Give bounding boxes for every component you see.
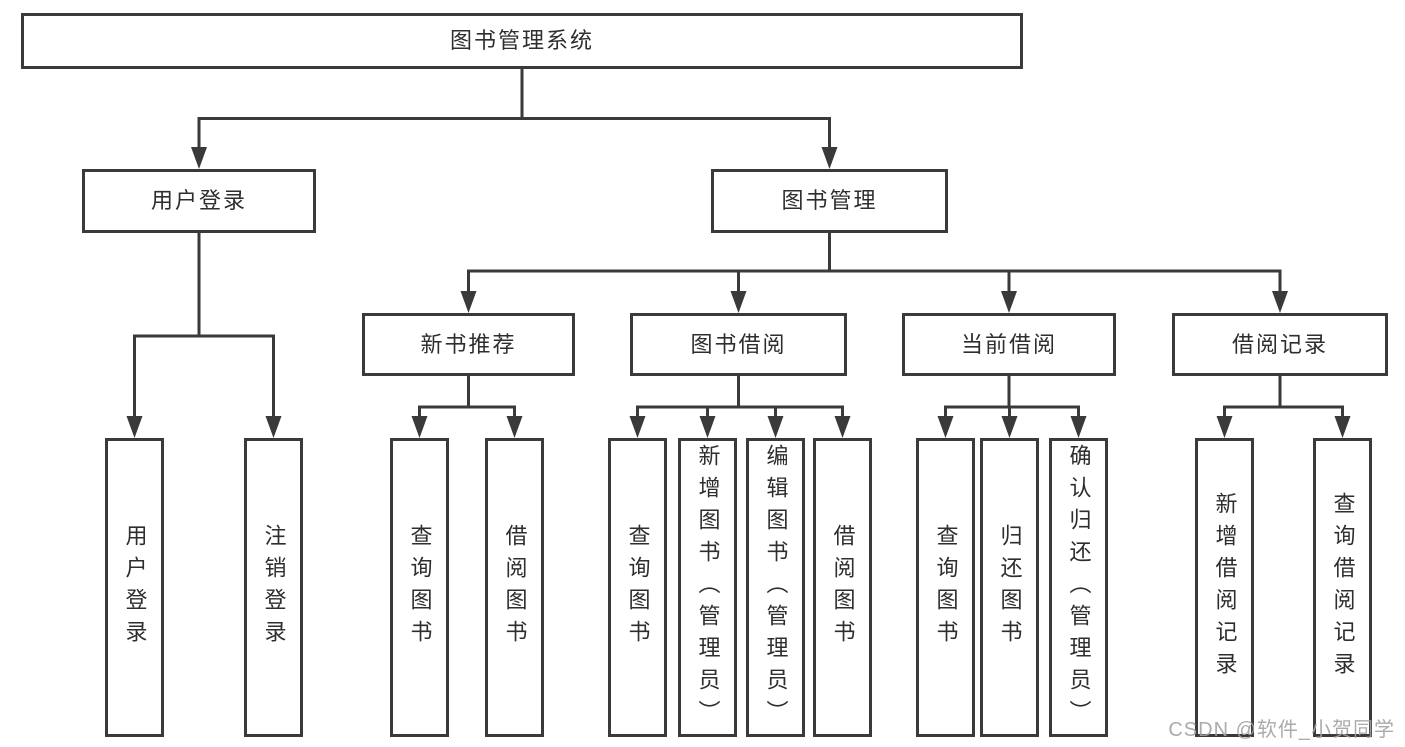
node-leaf-edit-book-admin: 编辑图书（管理员） xyxy=(746,438,805,737)
node-leaf-user-login: 用户登录 xyxy=(105,438,164,737)
node-leaf-borrow-books-recommend: 借阅图书 xyxy=(485,438,544,737)
node-book-borrowing: 图书借阅 xyxy=(630,313,847,376)
node-leaf-return-book: 归还图书 xyxy=(980,438,1039,737)
node-leaf-add-book-admin: 新增图书（管理员） xyxy=(678,438,737,737)
node-label: 查询图书 xyxy=(407,523,433,652)
node-leaf-query-books-borrowing: 查询图书 xyxy=(608,438,667,737)
connector-root-to-level2 xyxy=(191,69,838,169)
node-label: 编辑图书（管理员） xyxy=(763,443,789,732)
node-label: 用户登录 xyxy=(150,188,247,213)
node-label: 查询图书 xyxy=(933,523,959,652)
connector-book-borrowing-to-leaves xyxy=(629,376,851,438)
node-leaf-borrow-books-borrowing: 借阅图书 xyxy=(813,438,872,737)
connector-book-management-to-level3 xyxy=(460,233,1288,313)
node-label: 确认归还（管理员） xyxy=(1066,443,1092,732)
node-label: 图书借阅 xyxy=(690,331,787,357)
node-leaf-confirm-return-admin: 确认归还（管理员） xyxy=(1049,438,1108,737)
node-label: 用户登录 xyxy=(122,523,148,652)
node-label: 新增图书（管理员） xyxy=(695,443,721,732)
node-label: 新书推荐 xyxy=(420,331,517,357)
node-user-login: 用户登录 xyxy=(82,169,316,233)
node-label: 查询图书 xyxy=(625,523,651,652)
node-leaf-query-borrow-record: 查询借阅记录 xyxy=(1313,438,1372,737)
node-label: 注销登录 xyxy=(261,523,287,652)
node-label: 图书管理系统 xyxy=(449,28,594,53)
node-label: 新增借阅记录 xyxy=(1212,491,1238,684)
node-root: 图书管理系统 xyxy=(21,13,1023,69)
node-label: 查询借阅记录 xyxy=(1330,491,1356,684)
node-leaf-query-books-current: 查询图书 xyxy=(916,438,975,737)
connector-user-login-to-leaves xyxy=(126,233,282,438)
watermark: CSDN @软件_小贺同学 xyxy=(1168,719,1395,741)
node-label: 借阅图书 xyxy=(830,523,856,652)
connector-borrowing-records-to-leaves xyxy=(1216,376,1351,438)
node-new-book-recommend: 新书推荐 xyxy=(362,313,575,376)
node-book-management: 图书管理 xyxy=(711,169,948,233)
node-current-borrowing: 当前借阅 xyxy=(902,313,1116,376)
node-leaf-query-books-recommend: 查询图书 xyxy=(390,438,449,737)
node-label: 借阅图书 xyxy=(502,523,528,652)
node-borrowing-records: 借阅记录 xyxy=(1172,313,1388,376)
node-label: 图书管理 xyxy=(781,188,878,213)
connector-current-borrowing-to-leaves xyxy=(937,376,1087,438)
node-label: 借阅记录 xyxy=(1231,331,1328,357)
node-label: 当前借阅 xyxy=(960,331,1057,357)
connector-new-book-recommend-to-leaves xyxy=(411,376,523,438)
node-leaf-add-borrow-record: 新增借阅记录 xyxy=(1195,438,1254,737)
node-label: 归还图书 xyxy=(997,523,1023,652)
node-leaf-logout: 注销登录 xyxy=(244,438,303,737)
